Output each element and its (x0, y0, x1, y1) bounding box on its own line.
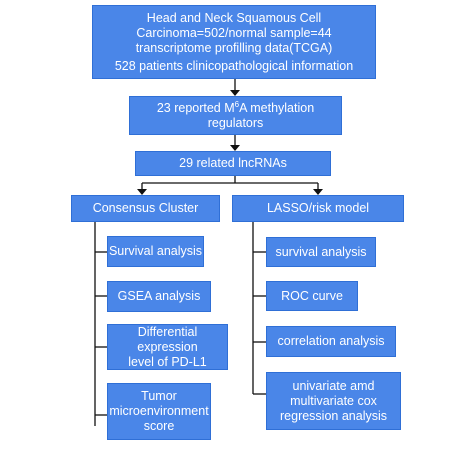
left-step-survival-analysis: Survival analysis (107, 236, 204, 267)
lasso-risk-model-box: LASSO/risk model (232, 195, 404, 222)
left-step-line: Differential expression (137, 324, 198, 354)
right-step-line: correlation analysis (277, 334, 385, 348)
tcga-line-4: 528 patients clinicopathological informa… (114, 58, 354, 73)
right-step-survival-analysis: survival analysis (266, 237, 376, 267)
right-step-line: univariate amd (292, 378, 375, 393)
tcga-line-2: Carcinoma=502/normal sample=44 (136, 25, 332, 40)
left-step-tumor-microenvironment: Tumor microenvironment score (107, 383, 211, 440)
tcga-line-3: transcriptome profilling data(TCGA) (135, 40, 333, 55)
left-step-line: score (143, 419, 175, 433)
lncrnas-box: 29 related lncRNAs (135, 151, 331, 176)
lncrnas-label: 29 related lncRNAs (179, 156, 287, 170)
regulators-superscript: 6 (234, 99, 240, 109)
left-step-line: GSEA analysis (117, 289, 201, 303)
left-step-gsea-analysis: GSEA analysis (107, 281, 211, 312)
m6a-regulators-box: 23 reported M6A methylation regulators (129, 96, 342, 135)
left-step-line: Tumor (141, 389, 177, 403)
regulators-prefix: 23 reported M (156, 100, 235, 115)
tcga-data-box: Head and Neck Squamous Cell Carcinoma=50… (92, 5, 376, 79)
tcga-line-1: Head and Neck Squamous Cell (146, 10, 322, 25)
right-step-line: regression analysis (280, 408, 387, 423)
regulators-suffix: A methylation (239, 100, 315, 115)
left-step-pd-l1-expression: Differential expression level of PD-L1 (107, 324, 228, 370)
right-step-line: survival analysis (275, 244, 367, 259)
right-step-roc-curve: ROC curve (266, 281, 358, 311)
left-step-line: level of PD-L1 (128, 354, 207, 369)
left-step-line: Survival analysis (108, 244, 203, 258)
consensus-cluster-label: Consensus Cluster (92, 201, 199, 215)
right-step-correlation-analysis: correlation analysis (266, 326, 396, 357)
lasso-risk-model-label: LASSO/risk model (266, 201, 370, 215)
right-step-cox-regression: univariate amd multivariate cox regressi… (266, 372, 401, 430)
consensus-cluster-box: Consensus Cluster (71, 195, 220, 222)
regulators-line-2: regulators (207, 115, 264, 130)
regulators-line-1: 23 reported M6A methylation (156, 99, 315, 116)
right-step-line: multivariate cox (290, 393, 377, 408)
left-step-line: microenvironment (109, 404, 209, 418)
right-step-line: ROC curve (281, 288, 343, 303)
